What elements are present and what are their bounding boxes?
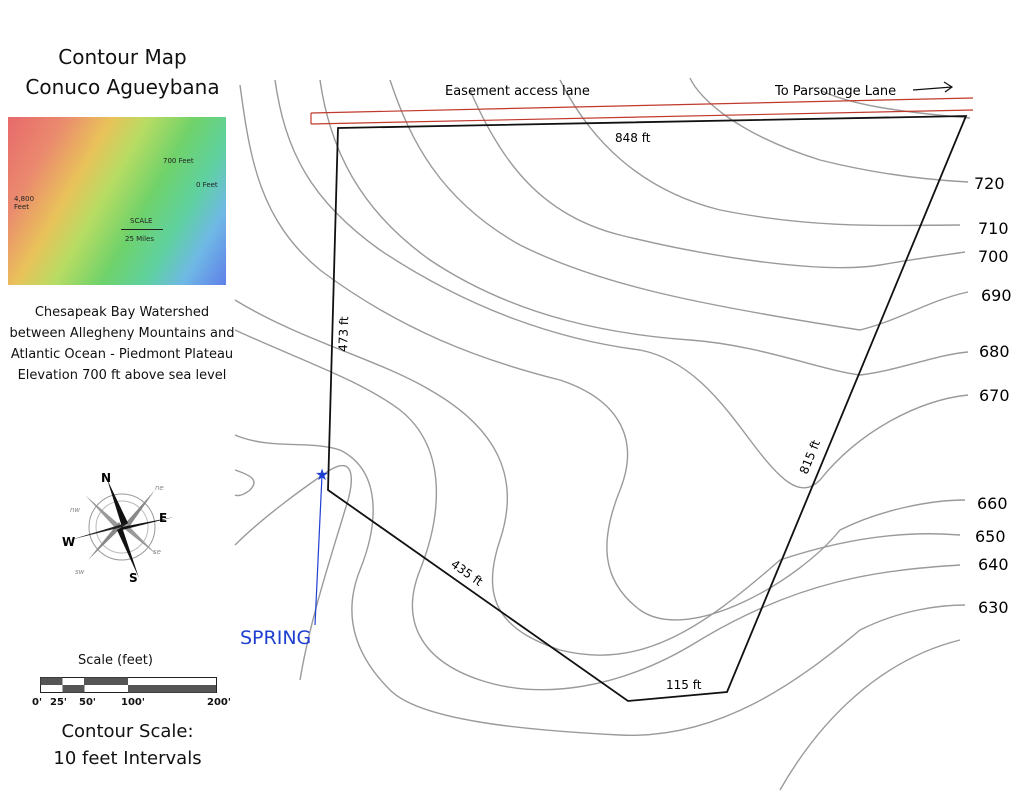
contour-line (234, 434, 966, 736)
contour-label-650: 650 (975, 527, 1006, 546)
easement-access-lane (310, 97, 974, 125)
contour-label-640: 640 (978, 555, 1009, 574)
compass-ne-point (122, 490, 155, 530)
inset-scale-label: SCALE (130, 217, 153, 225)
contour-line (559, 79, 961, 227)
scale-tick-100: 100' (121, 697, 145, 708)
contour-scale: Contour Scale: 10 feet Intervals (0, 718, 255, 772)
contour-line (469, 89, 966, 269)
property-boundary (327, 115, 968, 702)
compass-w-point (70, 523, 126, 540)
map-title: Contour Map Conuco Agueybana (0, 42, 245, 102)
inset-label-low: 0 Feet (196, 181, 218, 189)
compass-sw: sw (75, 568, 85, 576)
contour-label-660: 660 (977, 494, 1008, 513)
contour-label-700: 700 (978, 247, 1009, 266)
arrow-right-icon (912, 81, 954, 93)
inset-scale-bar (121, 229, 163, 230)
parsonage-label: To Parsonage Lane (774, 84, 896, 99)
contour-scale-line-2: 10 feet Intervals (53, 748, 202, 769)
spring-label: SPRING (240, 627, 311, 649)
compass-se: se (153, 548, 161, 556)
scale-tick-200: 200' (207, 697, 231, 708)
title-line-2: Conuco Agueybana (25, 75, 220, 99)
compass-n: N (101, 471, 111, 485)
contour-line (234, 469, 255, 497)
contour-elevation-labels: 720 710 700 690 680 670 660 650 640 630 (974, 174, 1012, 617)
side-label-top: 848 ft (615, 131, 651, 145)
regional-elevation-map: 4,800 Feet 700 Feet 0 Feet SCALE 25 Mile… (8, 117, 226, 285)
contour-line (389, 79, 969, 331)
compass-sw-point (88, 522, 122, 560)
contour-label-630: 630 (978, 598, 1009, 617)
compass-se-point (122, 522, 157, 555)
compass-nw-point (85, 495, 122, 530)
compass-n-point (107, 479, 128, 527)
scale-bar (40, 677, 217, 693)
spring-star-icon: ★ (315, 465, 329, 484)
contour-line (234, 464, 352, 681)
compass-e: E (159, 511, 167, 525)
title-line-1: Contour Map (58, 45, 187, 69)
contour-lines (234, 77, 971, 791)
contour-line (274, 79, 969, 489)
spring-pointer-line (314, 474, 323, 626)
contour-line (689, 77, 969, 183)
side-label-lower-left: 435 ft (448, 557, 485, 589)
scale-tick-25: 25' (50, 697, 67, 708)
scale-tick-50: 50' (79, 697, 96, 708)
compass-w: W (62, 535, 75, 549)
contour-label-690: 690 (981, 286, 1012, 305)
scale-title: Scale (feet) (78, 653, 153, 668)
contour-label-670: 670 (979, 386, 1010, 405)
contour-line (319, 79, 969, 376)
side-label-bottom: 115 ft (666, 678, 702, 692)
compass-ring (88, 493, 156, 561)
contour-label-720: 720 (974, 174, 1005, 193)
contour-line (234, 299, 961, 656)
inset-label-high: 4,800 Feet (14, 195, 35, 211)
contour-label-680: 680 (979, 342, 1010, 361)
compass-ne: ne (155, 484, 164, 492)
compass-rose: N E S W ne nw se sw (62, 471, 174, 585)
contour-line (234, 329, 961, 691)
compass-s-point (117, 527, 139, 578)
inset-label-mid: 700 Feet (163, 157, 194, 165)
easement-label: Easement access lane (445, 84, 590, 99)
contour-line (779, 639, 961, 791)
contour-label-710: 710 (978, 219, 1009, 238)
compass-s: S (129, 571, 138, 585)
compass-nw: nw (70, 506, 80, 514)
inset-scale-value: 25 Miles (125, 235, 155, 243)
compass-e-point (118, 517, 174, 531)
contour-scale-line-1: Contour Scale: (61, 721, 194, 742)
watershed-description: Chesapeak Bay Watershed between Alleghen… (9, 305, 235, 383)
side-label-left: 473 ft (336, 316, 351, 352)
compass-inner-ring (95, 500, 149, 554)
scale-tick-0: 0' (32, 697, 43, 708)
contour-line (239, 84, 966, 621)
